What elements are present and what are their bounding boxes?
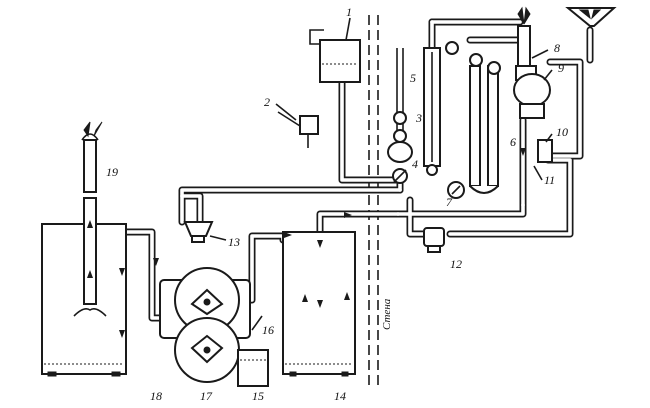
callout-11: 11 [544, 173, 555, 187]
u-tube-6 [469, 53, 501, 194]
vessel-15 [237, 349, 269, 387]
callout-10: 10 [556, 125, 568, 139]
callout-16: 16 [262, 323, 274, 337]
valve-4 [392, 168, 408, 184]
flow-arrows [87, 148, 526, 338]
callout-18: 18 [150, 389, 162, 403]
filter-13 [183, 221, 214, 243]
gauge-7 [447, 181, 465, 199]
strainer-12 [423, 227, 445, 253]
leader-16 [251, 315, 263, 331]
callout-5: 5 [410, 71, 416, 85]
callout-2: 2 [264, 95, 270, 109]
leader-lines [209, 17, 553, 241]
wall [368, 15, 379, 385]
callout-1: 1 [346, 5, 352, 19]
callout-3: 3 [415, 111, 422, 125]
chamber-10 [537, 139, 553, 163]
mixer-9 [513, 73, 551, 119]
callout-8: 8 [554, 41, 560, 55]
pump-17 [159, 267, 251, 383]
vessel-1 [309, 29, 361, 83]
callouts: 1 2 3 4 5 6 7 8 9 10 11 12 13 14 15 16 1… [106, 5, 568, 403]
callout-9: 9 [558, 61, 564, 75]
valve-2 [277, 111, 319, 148]
callout-14: 14 [334, 389, 346, 403]
callout-6: 6 [510, 135, 516, 149]
callout-17: 17 [200, 389, 213, 403]
wall-label: Стена [381, 298, 393, 330]
burette-5 [387, 48, 413, 163]
jet-tube-19 [73, 121, 107, 317]
manometer [423, 41, 459, 176]
funnel [565, 7, 617, 27]
callout-4: 4 [412, 157, 418, 171]
callout-15: 15 [252, 389, 264, 403]
callout-7: 7 [446, 195, 453, 209]
callout-13: 13 [228, 235, 240, 249]
callout-12: 12 [450, 257, 462, 271]
callout-19: 19 [106, 165, 118, 179]
